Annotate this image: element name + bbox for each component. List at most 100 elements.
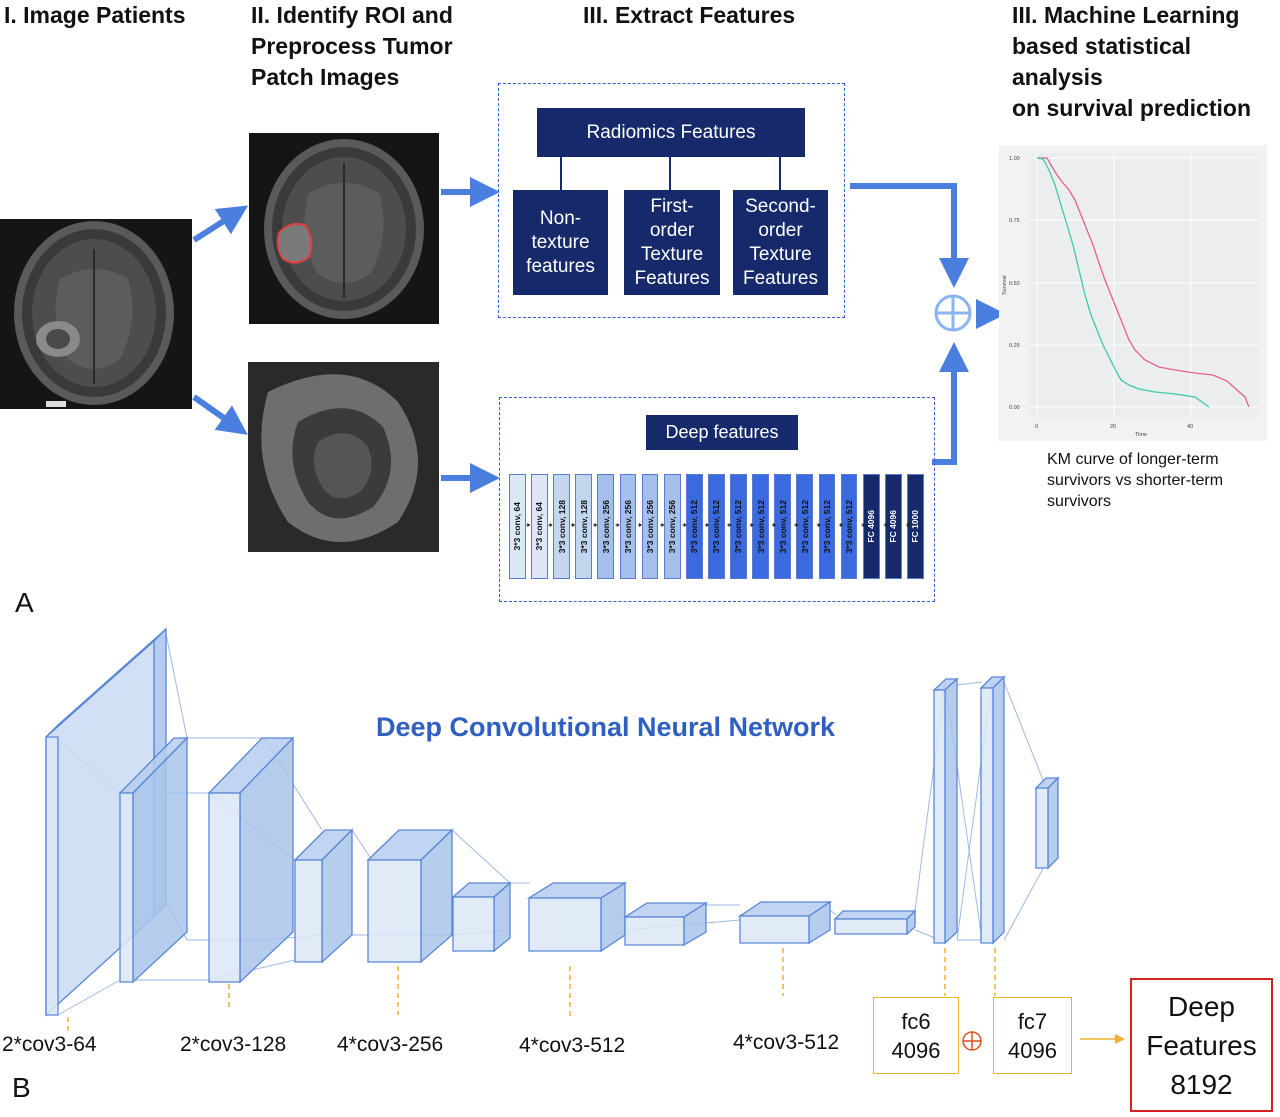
header-line: Patch Images	[251, 64, 400, 90]
radiomics-connectors	[560, 157, 781, 191]
tumor-patch-image	[248, 362, 439, 552]
layer-arrowhead	[773, 523, 777, 527]
arrow-radiomics-to-sum	[850, 183, 969, 288]
conv-block-256b	[366, 828, 454, 964]
km-curve-chart: 1.00 0.75 0.50 0.25 0.00 0 20 40 Time Su…	[999, 145, 1267, 441]
fc-output-block	[1034, 776, 1060, 870]
caption-line: KM curve of longer-term	[1047, 451, 1219, 468]
vgg-layer: 3*3 conv, 512	[796, 474, 814, 579]
panel-a-arrows	[192, 177, 1006, 493]
cnn-label-conv256: 4*cov3-256	[337, 1033, 444, 1056]
km-ytick: 0.75	[1009, 218, 1020, 224]
km-ytick: 0.00	[1009, 405, 1020, 411]
arrow-deep-to-sum	[932, 342, 969, 465]
conv-block-512c	[622, 901, 709, 947]
label-dashes	[67, 948, 996, 1032]
panel-label-a: A	[15, 587, 34, 618]
conv-block-128b	[207, 736, 295, 984]
cnn-label-conv512a: 4*cov3-512	[519, 1034, 626, 1057]
header-machine-learning: III. Machine Learning based statistical …	[1012, 0, 1280, 124]
box-line: Texture	[640, 243, 704, 265]
conv-block-512d	[737, 900, 833, 945]
conv-block-512e	[833, 909, 917, 936]
box-line: First-	[650, 195, 694, 217]
conv-block-128a	[118, 736, 189, 984]
fc7-label-box: fc7 4096	[993, 997, 1072, 1074]
arrow-to-deep-features-output	[1080, 1034, 1125, 1044]
box-line: order	[649, 219, 695, 241]
deep-features-output-box: Deep Features 8192	[1130, 978, 1273, 1112]
deep-features-title: Deep features	[646, 415, 798, 450]
vgg-layer: 3*3 conv, 256	[641, 474, 659, 579]
box-line: features	[526, 255, 595, 277]
cnn-title: Deep Convolutional Neural Network	[376, 712, 836, 742]
km-ytick: 0.25	[1009, 343, 1020, 349]
fc7-name: fc7	[1017, 1008, 1048, 1034]
header-line: III. Machine Learning	[1012, 2, 1240, 28]
vgg-layer: 3*3 conv, 512	[818, 474, 836, 579]
km-ytick: 0.50	[1009, 281, 1020, 287]
layer-arrowhead	[817, 523, 821, 527]
fc6-name: fc6	[901, 1008, 931, 1034]
header-extract-features: III. Extract Features	[583, 2, 796, 28]
cnn-diagram	[45, 627, 1125, 1051]
vgg-layer: 3*3 conv, 512	[730, 474, 747, 579]
km-curve-longer-term	[1037, 157, 1250, 408]
km-curve-shorter-term	[1036, 157, 1210, 408]
layer-arrowhead	[594, 523, 598, 527]
box-line: Features	[634, 267, 710, 289]
vgg-layer: 3*3 conv, 512	[685, 474, 703, 579]
first-order-texture-box: First- order Texture Features	[624, 190, 720, 295]
cnn-label-conv512b: 4*cov3-512	[733, 1031, 840, 1054]
non-texture-features-box: Non- texture features	[513, 190, 608, 295]
fc6-label-box: fc6 4096	[873, 997, 959, 1074]
caption-line: survivors vs shorter-term	[1047, 472, 1224, 489]
roi-mri-scan	[249, 133, 439, 324]
tumor-patch-graphic	[248, 362, 439, 552]
box-line: texture	[531, 231, 590, 253]
box-line: Second-	[745, 195, 816, 217]
km-xtick: 40	[1187, 424, 1193, 430]
output-line: 8192	[1170, 1068, 1233, 1100]
fc6-size: 4096	[891, 1037, 941, 1063]
header-line: based statistical analysis	[1012, 33, 1191, 90]
patient-mri-scan	[0, 219, 192, 409]
vgg-layer: 3*3 conv, 512	[752, 474, 769, 579]
layer-arrowhead	[549, 523, 553, 527]
layer-arrowhead	[572, 523, 576, 527]
vgg-layer: 3*3 conv, 64	[531, 474, 548, 579]
cnn-label-conv64: 2*cov3-64	[2, 1033, 97, 1056]
header-line: Preprocess Tumor	[251, 33, 453, 59]
second-order-texture-box: Second- order Texture Features	[733, 190, 828, 295]
layer-arrowhead	[706, 523, 710, 527]
km-curve-plot: 1.00 0.75 0.50 0.25 0.00 0 20 40 Time Su…	[1002, 153, 1259, 438]
fc7-size: 4096	[1008, 1037, 1057, 1063]
output-line: Deep	[1168, 990, 1235, 1022]
vgg-layer: 3*3 conv, 512	[840, 474, 858, 579]
layer-arrowhead	[884, 523, 888, 527]
layer-arrowhead	[840, 523, 844, 527]
conv-block-512a	[451, 881, 512, 953]
vgg-layer: 3*3 conv, 256	[619, 474, 637, 579]
fc7-block	[979, 675, 1006, 945]
layer-arrowhead	[862, 523, 866, 527]
km-caption: KM curve of longer-term survivors vs sho…	[1047, 449, 1277, 512]
header-identify-roi: II. Identify ROI and Preprocess Tumor Pa…	[251, 0, 453, 93]
panel-label-b: B	[12, 1072, 31, 1103]
layer-arrowhead	[795, 523, 799, 527]
conv-block-512b	[526, 881, 628, 953]
radiomics-container	[498, 83, 845, 318]
layer-arrowhead	[728, 523, 732, 527]
box-line: Features	[743, 267, 818, 289]
caption-line: survivors	[1047, 493, 1112, 510]
arrow-to-patch	[192, 394, 248, 435]
km-xlabel: Time	[1135, 432, 1147, 438]
layer-flow-arrows	[526, 523, 911, 527]
vgg-layer: 3*3 conv, 256	[597, 474, 615, 579]
layer-arrowhead	[527, 523, 531, 527]
fc6-block	[932, 677, 959, 945]
vgg-layer: 3*3 conv, 256	[663, 474, 681, 579]
header-line: on survival prediction	[1012, 95, 1251, 121]
vgg-layer: 3*3 conv, 512	[774, 474, 792, 579]
deep-features-container	[499, 397, 935, 602]
